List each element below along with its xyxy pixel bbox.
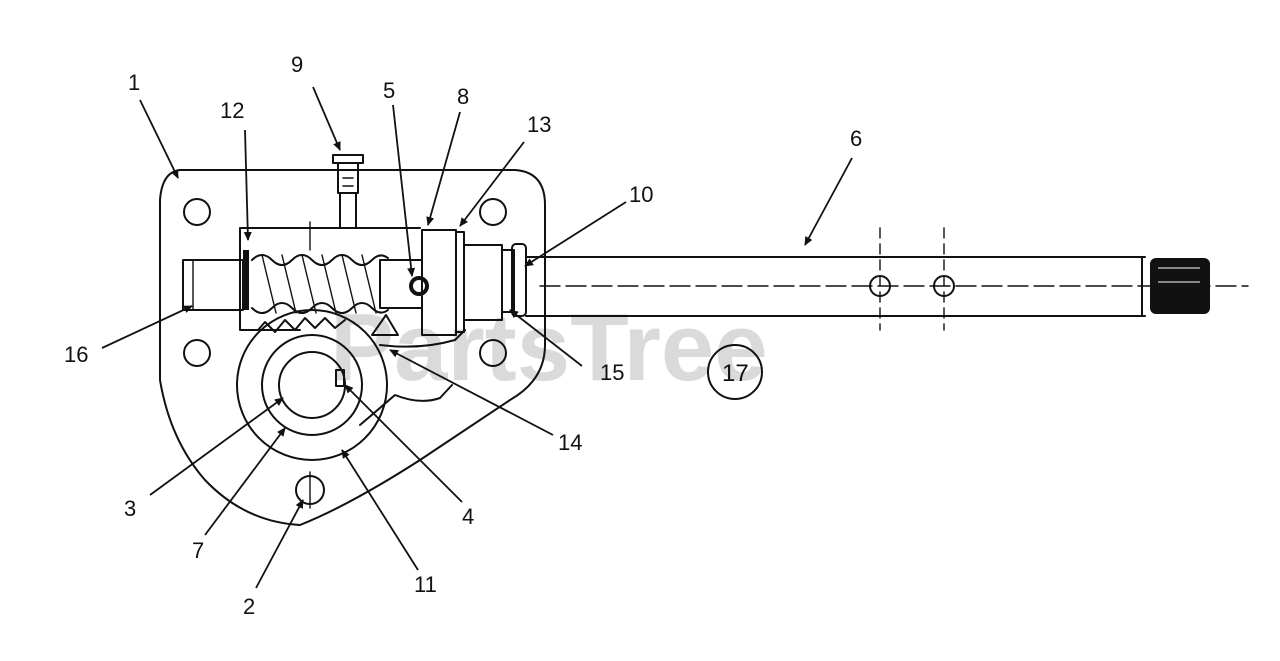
callout-8: 8 xyxy=(457,84,469,109)
housing-plate xyxy=(159,169,546,526)
steel-ball xyxy=(409,276,429,296)
thrust-washer xyxy=(243,250,249,310)
callout-4: 4 xyxy=(462,504,474,529)
mount-hole-top-left xyxy=(183,198,211,226)
callout-3: 3 xyxy=(124,496,136,521)
callout-14: 14 xyxy=(558,430,582,455)
callout-7: 7 xyxy=(192,538,204,563)
grease-fitting xyxy=(332,154,364,229)
callout-15: 15 xyxy=(600,360,624,385)
callout-11: 11 xyxy=(414,572,437,597)
callout-13: 13 xyxy=(527,112,551,137)
shaft-stub-left xyxy=(182,259,244,311)
callout-2: 2 xyxy=(243,594,255,619)
callout-5: 5 xyxy=(383,78,395,103)
mount-hole-bottom-left xyxy=(183,339,211,367)
callout-12: 12 xyxy=(220,98,244,123)
splined-end xyxy=(1150,258,1210,314)
mount-hole-bottom-right xyxy=(479,339,507,367)
callout-9: 9 xyxy=(291,52,303,77)
worm-housing xyxy=(239,227,421,331)
callout-10: 10 xyxy=(629,182,653,207)
callout-17: 17 xyxy=(722,360,749,387)
steering-shaft xyxy=(525,227,1249,331)
callout-6: 6 xyxy=(850,126,862,151)
callout-1: 1 xyxy=(128,70,140,95)
watermark-text: PartsTree xyxy=(330,294,768,401)
mount-hole-top-right xyxy=(479,198,507,226)
callout-17-ring xyxy=(707,344,763,400)
callout-16: 16 xyxy=(64,342,88,367)
adjust-spring xyxy=(359,314,466,426)
